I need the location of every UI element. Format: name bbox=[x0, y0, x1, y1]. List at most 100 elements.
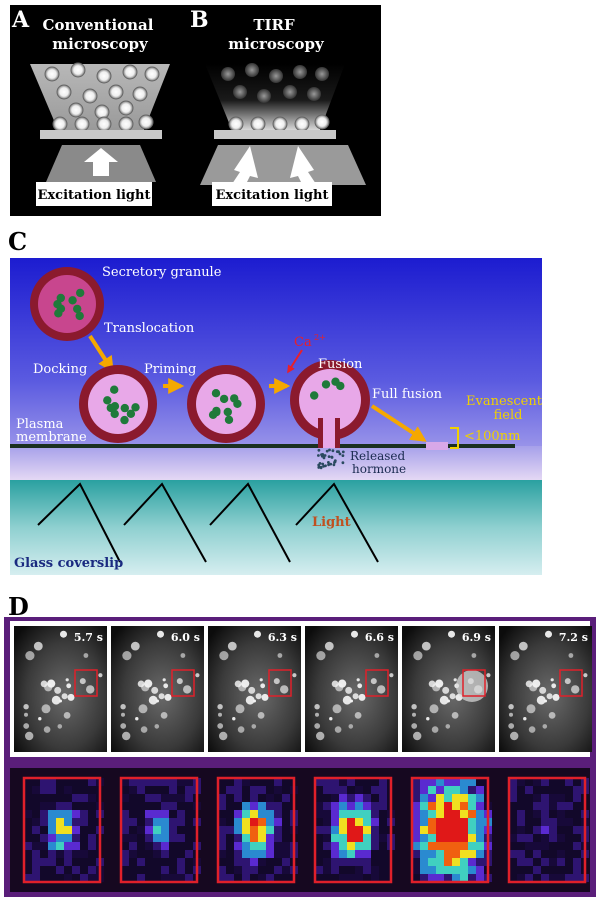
released-hormone-dot bbox=[341, 461, 345, 465]
panel-c-glass-coverslip bbox=[10, 480, 542, 575]
fusing-granule bbox=[290, 360, 370, 448]
released-hormone-dot bbox=[317, 448, 321, 452]
panel-a-cell-cone bbox=[30, 64, 170, 130]
heatmap-crop-border bbox=[216, 776, 296, 884]
heatmap-crop bbox=[507, 776, 589, 884]
released-hormone-dot bbox=[341, 454, 345, 457]
label-evanescent-size: <100nm bbox=[464, 429, 520, 444]
granule-icon bbox=[108, 84, 124, 100]
light-rays bbox=[37, 482, 379, 563]
dim-granule-icon bbox=[245, 63, 259, 77]
granule-icon bbox=[70, 62, 86, 78]
granule-icon bbox=[96, 68, 112, 84]
released-hormone-dot bbox=[319, 465, 323, 469]
panel-b-arrow-left-icon bbox=[232, 146, 258, 184]
label-ca: Ca bbox=[294, 335, 312, 350]
label-secretory-granule: Secretory granule bbox=[102, 265, 222, 280]
hormone-cargo-dot bbox=[103, 396, 112, 405]
full-fusion-patch bbox=[426, 442, 448, 450]
hormone-cargo-dot bbox=[120, 415, 129, 425]
panel-b-granules bbox=[221, 63, 330, 132]
released-hormone-dot bbox=[320, 453, 323, 456]
panel-b: B TIRF microscopy Excitation light bbox=[190, 7, 366, 206]
dim-granule-icon bbox=[307, 87, 321, 101]
hormone-cargo-dot bbox=[230, 394, 239, 403]
microscopy-frame: 6.9 s bbox=[402, 626, 495, 752]
hormone-cargo-dot bbox=[73, 304, 82, 314]
released-hormone-dot bbox=[332, 463, 336, 467]
microscopy-frame: 6.6 s bbox=[305, 626, 398, 752]
microscopy-frame: 6.0 s bbox=[111, 626, 204, 752]
hormone-cargo-dot bbox=[223, 407, 232, 417]
released-hormone-dot bbox=[328, 448, 331, 452]
panel-c: C Secretory granule Translocation Dockin… bbox=[8, 227, 543, 575]
granule-icon bbox=[118, 116, 134, 132]
released-hormone-dots bbox=[317, 448, 345, 470]
released-hormone-dot bbox=[322, 456, 326, 460]
granule-icon bbox=[118, 100, 134, 116]
label-fusion: Fusion bbox=[318, 357, 363, 372]
hormone-cargo-dot bbox=[336, 381, 345, 391]
panel-ab: A Conventional microscopy Excitation lig… bbox=[10, 5, 381, 216]
heatmap-crop bbox=[22, 776, 104, 884]
hormone-cargo-dot bbox=[110, 385, 119, 394]
frame-time-label: 6.6 s bbox=[365, 631, 394, 644]
label-full-fusion: Full fusion bbox=[372, 387, 443, 402]
hormone-cargo-dot bbox=[53, 300, 62, 309]
panel-d-letter: D bbox=[8, 592, 29, 621]
roi-box bbox=[462, 669, 486, 697]
granule-icon bbox=[272, 116, 288, 132]
granule-icon bbox=[68, 102, 84, 118]
frame-time-label: 6.3 s bbox=[268, 631, 297, 644]
released-hormone-dot bbox=[317, 463, 321, 467]
panel-b-caption-box bbox=[212, 182, 332, 206]
dim-granule-icon bbox=[315, 67, 329, 81]
panel-b-coverslip bbox=[214, 130, 336, 139]
panel-a: A Conventional microscopy Excitation lig… bbox=[11, 7, 170, 206]
released-hormone-dot bbox=[329, 462, 333, 466]
arrow-translocation bbox=[88, 334, 114, 373]
microscopy-frame: 6.3 s bbox=[208, 626, 301, 752]
granule-icon bbox=[56, 84, 72, 100]
granule-icon bbox=[144, 66, 160, 82]
label-plasma-line2: membrane bbox=[16, 430, 87, 445]
granule-icon bbox=[314, 114, 330, 130]
panel-a-granules bbox=[44, 62, 160, 132]
granule-icon bbox=[74, 116, 90, 132]
granule-icon bbox=[82, 88, 98, 104]
docked-granule bbox=[79, 365, 157, 443]
released-hormone-dot bbox=[317, 466, 321, 469]
panel-b-title-line1: TIRF bbox=[253, 16, 295, 34]
panel-c-letter: C bbox=[8, 227, 27, 256]
panel-b-letter: B bbox=[190, 7, 209, 33]
granule-icon bbox=[122, 64, 138, 80]
hormone-cargo-dot bbox=[212, 406, 221, 416]
hormone-cargo-dot bbox=[131, 403, 140, 412]
heatmap-crop bbox=[119, 776, 201, 884]
granule-icon bbox=[44, 66, 60, 82]
heatmap-crop-border bbox=[507, 776, 587, 884]
panel-c-evanescent-zone bbox=[10, 446, 542, 480]
frame-time-label: 7.2 s bbox=[559, 631, 588, 644]
roi-box bbox=[268, 669, 292, 697]
panel-d-heatmap-strip bbox=[10, 768, 590, 892]
frame-time-label: 6.9 s bbox=[462, 631, 491, 644]
frame-time-label: 6.0 s bbox=[171, 631, 200, 644]
released-hormone-dot bbox=[322, 454, 326, 457]
hormone-cargo-dot bbox=[120, 403, 129, 413]
hormone-cargo-dot bbox=[56, 293, 65, 303]
hormone-cargo-dot bbox=[224, 415, 234, 424]
released-hormone-dot bbox=[327, 455, 331, 458]
released-hormone-dot bbox=[321, 462, 325, 466]
panel-b-light-cone bbox=[200, 145, 366, 185]
roi-box bbox=[365, 669, 389, 697]
granule-icon bbox=[96, 116, 112, 132]
panel-a-arrow-icon bbox=[84, 148, 118, 176]
dim-granule-icon bbox=[293, 65, 307, 79]
label-glass-coverslip: Glass coverslip bbox=[14, 556, 123, 571]
label-released-line1: Released bbox=[350, 449, 405, 463]
label-light: Light bbox=[312, 515, 351, 530]
arrow-full-fusion bbox=[370, 404, 427, 442]
